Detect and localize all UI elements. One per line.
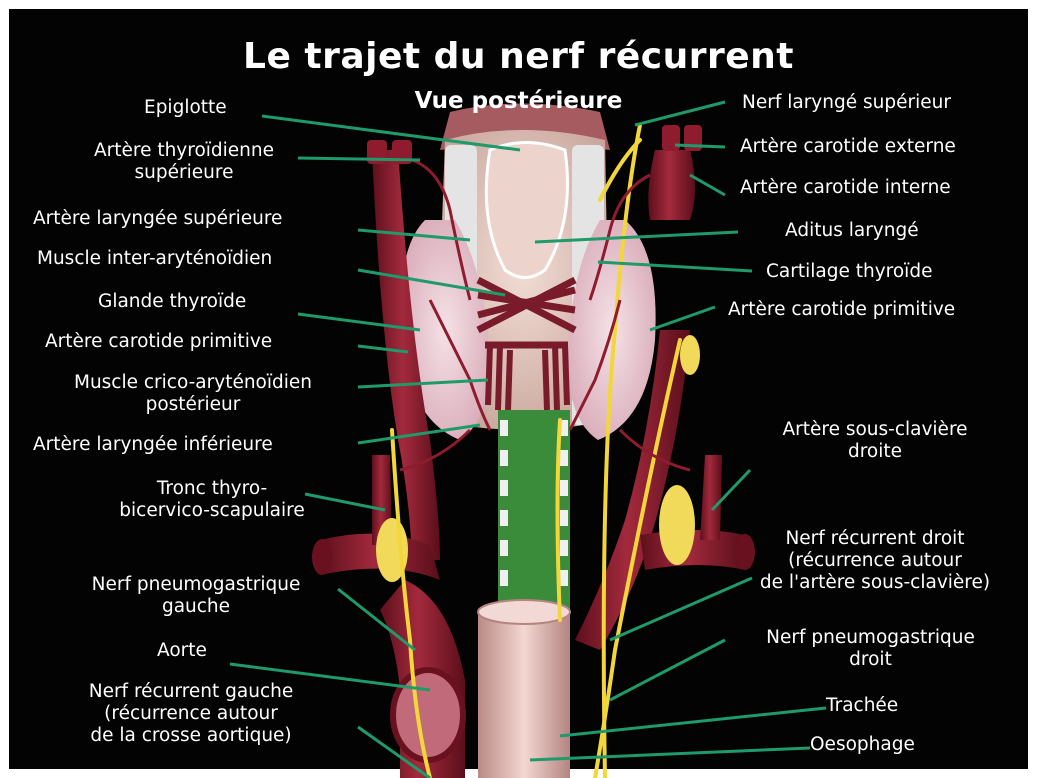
label-artere-sous-claviere-droite: Artère sous-clavière droite [745,419,1005,463]
label-artere-laryngee-superieure: Artère laryngée supérieure [33,208,282,230]
label-artere-carotide-primitive-gauche: Artère carotide primitive [45,331,272,353]
label-artere-carotide-externe: Artère carotide externe [740,136,956,158]
label-artere-carotide-interne: Artère carotide interne [740,177,951,199]
label-artere-thyroidienne-superieure: Artère thyroïdienne supérieure [68,140,300,184]
aorta-opening [393,670,463,760]
label-artere-laryngee-inferieure: Artère laryngée inférieure [33,434,273,456]
diagram-title: Le trajet du nerf récurrent [0,36,1037,77]
right-ganglion-upper [680,335,700,375]
label-muscle-inter-arytenoidien: Muscle inter-aryténoïdien [37,248,272,270]
left-subclavian-end [312,539,332,575]
trachea-top [478,600,570,624]
label-tronc-thyro-bicervico-scapulaire: Tronc thyro- bicervico-scapulaire [112,478,312,522]
label-trachee: Trachée [826,695,898,717]
label-aditus-larynge: Aditus laryngé [785,220,919,242]
trachea [478,612,570,778]
label-cartilage-thyroide: Cartilage thyroïde [766,261,932,283]
right-ganglion [659,485,695,565]
label-nerf-recurrent-droit: Nerf récurrent droit (récurrence autour … [725,528,1025,594]
label-nerf-larynge-superieur: Nerf laryngé supérieur [742,92,951,114]
label-epiglotte: Epiglotte [144,97,227,119]
label-nerf-recurrent-gauche: Nerf récurrent gauche (récurrence autour… [55,681,327,747]
label-artere-carotide-primitive-droite: Artère carotide primitive [728,299,955,321]
label-nerf-pneumogastrique-droit: Nerf pneumogastrique droit [728,627,1013,671]
right-carotid-upper [648,150,695,220]
label-nerf-pneumogastrique-gauche: Nerf pneumogastrique gauche [55,574,337,618]
label-oesophage: Oesophage [810,734,915,756]
label-glande-thyroide: Glande thyroïde [98,291,246,313]
label-muscle-crico-arytenoidien-posterieur: Muscle crico-aryténoïdien postérieur [34,372,352,416]
label-aorte: Aorte [157,640,207,662]
right-carotid-top-a [662,125,680,151]
right-thyro-trunk [700,455,722,540]
